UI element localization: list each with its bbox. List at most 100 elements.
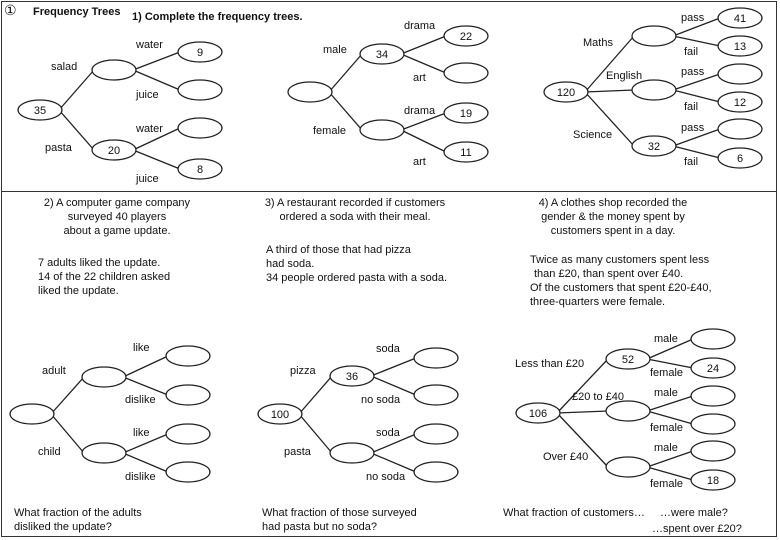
branch-label: dislike (125, 394, 156, 406)
t6-root-node[interactable] (515, 402, 561, 424)
t1-pasta-water-node[interactable] (177, 117, 223, 139)
q3-heading-line: 3) A restaurant recorded if customers (264, 197, 446, 209)
t5-pizza-node[interactable] (329, 365, 375, 387)
tree-branch (122, 355, 169, 378)
t2-male-node[interactable] (359, 43, 405, 65)
tree-branch (400, 129, 447, 153)
branch-label: male (323, 44, 347, 56)
t6-mid-node[interactable] (605, 400, 651, 422)
tree-branch (58, 109, 95, 151)
tree-branch (58, 69, 95, 111)
t2-female-drama-value: 19 (460, 108, 472, 120)
t6-lt20-node[interactable] (605, 348, 651, 370)
tree-branch (672, 73, 721, 91)
tree-branch (556, 358, 609, 414)
t1-salad-node[interactable] (91, 59, 137, 81)
t3-english-pass-node[interactable] (717, 63, 763, 85)
tree-branch (584, 89, 635, 93)
t5-pizza-nosoda-node[interactable] (413, 384, 459, 406)
t1-root-node[interactable] (17, 99, 63, 121)
branch-label: water (135, 39, 163, 51)
t5-root-node[interactable] (257, 403, 303, 425)
q2-question: What fraction of the adults disliked the… (14, 506, 214, 534)
t3-root-node[interactable] (543, 81, 589, 103)
t1-salad-water-value: 9 (197, 47, 203, 59)
t5-pasta-soda-node[interactable] (413, 423, 459, 445)
t2-female-art-node[interactable] (443, 141, 489, 163)
t2-male-value: 34 (376, 49, 388, 61)
tree-branch (672, 145, 721, 159)
t1-pasta-juice-node[interactable] (177, 158, 223, 180)
t3-english-node[interactable] (631, 79, 677, 101)
q3-fact-line: A third of those that had pizza (266, 244, 411, 256)
t4-adult-dislike-node[interactable] (165, 384, 211, 406)
q4-facts: Twice as many customers spent less than … (530, 253, 750, 309)
t1-pasta-node[interactable] (91, 139, 137, 161)
q4-fact-line: than £20, than spent over £40. (534, 268, 684, 280)
q3-fact-line: 34 people ordered pasta with a soda. (266, 272, 448, 284)
q3-question: What fraction of those surveyed had past… (262, 506, 462, 534)
q3-fact-line: had soda. (266, 258, 315, 270)
tree-branch (556, 410, 609, 414)
q2-heading-line: about a game update. (63, 225, 171, 237)
t1-pasta-value: 20 (108, 145, 120, 157)
t5-pizza-soda-node[interactable] (413, 347, 459, 369)
t3-science-node[interactable] (631, 135, 677, 157)
t2-male-drama-node[interactable] (443, 25, 489, 47)
branch-label: female (650, 478, 683, 490)
t6-mid-female-node[interactable] (690, 413, 736, 435)
q4-heading-line: 4) A clothes shop recorded the (538, 197, 688, 209)
t3-maths-node[interactable] (631, 25, 677, 47)
branch-label: like (133, 427, 150, 439)
q2-question-line: disliked the update? (14, 521, 112, 533)
branch-label: no soda (366, 471, 406, 483)
branch-label: juice (135, 89, 159, 101)
branch-label: salad (51, 61, 77, 73)
t6-over-male-node[interactable] (690, 440, 736, 462)
t3-english-fail-node[interactable] (717, 91, 763, 113)
branch-label: English (606, 70, 642, 82)
t3-science-pass-node[interactable] (717, 118, 763, 140)
tree-branch (50, 413, 85, 454)
t3-maths-fail-value: 13 (734, 41, 746, 53)
branch-label: Over £40 (543, 451, 588, 463)
t4-child-node[interactable] (81, 442, 127, 464)
t1-salad-water-node[interactable] (177, 41, 223, 63)
t4-child-dislike-node[interactable] (165, 461, 211, 483)
t4-adult-node[interactable] (81, 366, 127, 388)
q2-heading-line: surveyed 40 players (67, 211, 167, 223)
t6-lt20-male-node[interactable] (690, 328, 736, 350)
branch-label: water (135, 123, 163, 135)
instruction-text: 1) Complete the frequency trees. (132, 10, 303, 24)
branch-label: female (313, 125, 346, 137)
t1-salad-juice-node[interactable] (177, 79, 223, 101)
t2-female-art-value: 11 (460, 147, 471, 159)
t6-over-female-node[interactable] (690, 469, 736, 491)
t3-maths-pass-node[interactable] (717, 7, 763, 29)
t5-pasta-node[interactable] (329, 442, 375, 464)
t6-lt20-female-node[interactable] (690, 357, 736, 379)
t6-lt20-value: 52 (622, 354, 634, 366)
branch-label: Maths (583, 37, 613, 49)
t2-male-art-node[interactable] (443, 62, 489, 84)
t3-science-fail-node[interactable] (717, 147, 763, 169)
t2-female-node[interactable] (359, 119, 405, 141)
t4-adult-like-node[interactable] (165, 345, 211, 367)
q4-heading-line: gender & the money spent by (541, 211, 685, 223)
t2-female-drama-node[interactable] (443, 102, 489, 124)
t6-mid-male-node[interactable] (690, 385, 736, 407)
branch-label: dislike (125, 471, 156, 483)
t4-root-node[interactable] (9, 403, 55, 425)
t6-over40-node[interactable] (605, 456, 651, 478)
tree-branch (672, 35, 721, 47)
worksheet-title: Frequency Trees (33, 6, 121, 18)
t3-maths-fail-node[interactable] (717, 35, 763, 57)
t2-male-drama-value: 22 (460, 31, 472, 43)
branch-label: pizza (290, 365, 317, 377)
t4-child-like-node[interactable] (165, 423, 211, 445)
t2-root-node[interactable] (287, 81, 333, 103)
t5-pasta-nosoda-node[interactable] (413, 461, 459, 483)
branch-label: like (133, 342, 150, 354)
tree-branch (132, 69, 181, 91)
